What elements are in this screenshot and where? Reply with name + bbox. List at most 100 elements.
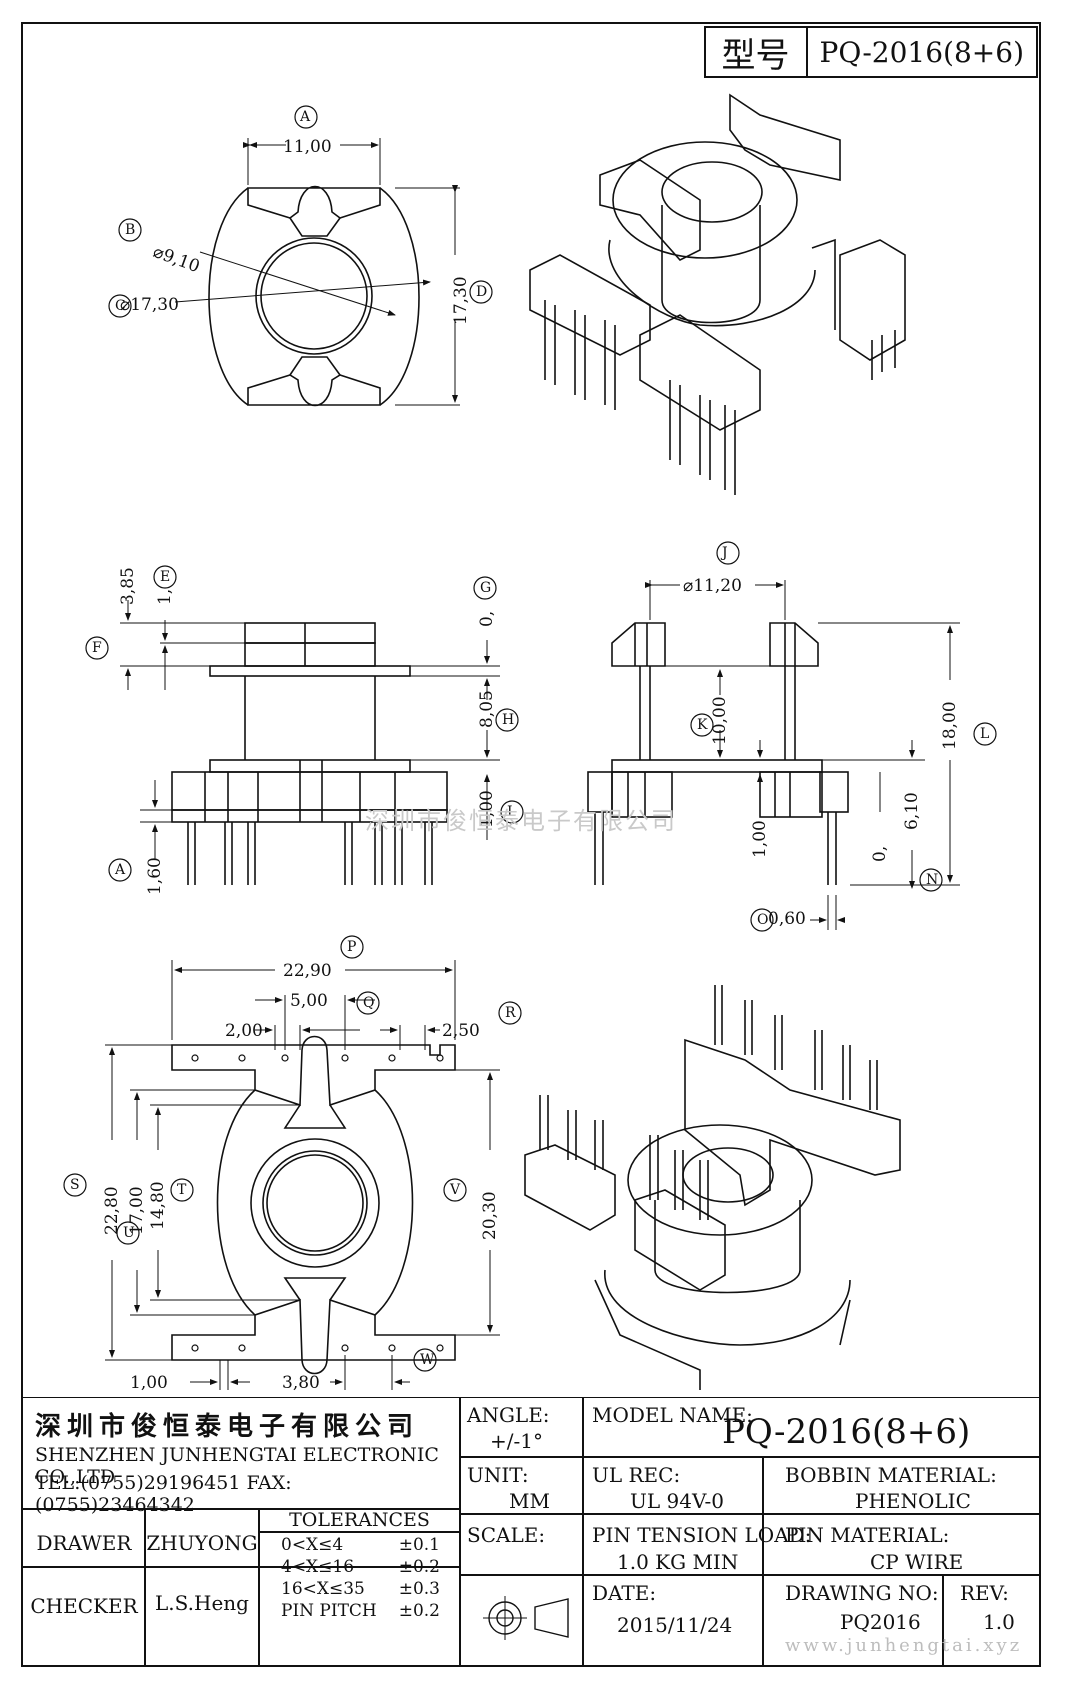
- drawing-no-label: DRAWING NO:: [785, 1581, 939, 1605]
- isometric-view-top: [529, 93, 906, 495]
- date-value: 2015/11/24: [617, 1613, 733, 1637]
- tolerance-row: 0<X≤4 ±0.1: [259, 1534, 460, 1556]
- company-name-cn: 深圳市俊恒泰电子有限公司: [35, 1412, 420, 1442]
- dim-side-1: 1,: [155, 589, 175, 605]
- dim-side-0: 0,: [477, 611, 497, 627]
- dim-front-100: 1,00: [750, 820, 770, 858]
- rev-value: 1.0: [983, 1610, 1015, 1634]
- dim-top-width: 11,00: [283, 137, 332, 157]
- model-label: 型号: [706, 28, 808, 76]
- checker-value: L.S.Heng: [155, 1591, 249, 1615]
- bottom-view: [63, 935, 522, 1390]
- technical-drawing: A 11,00 B ⌀9,10 C ⌀17,30 17,30 D 3,85 1,…: [63, 93, 997, 1393]
- callout-a-side: A: [114, 862, 126, 878]
- tolerance-range: 4<X≤16: [281, 1557, 355, 1577]
- dim-bot-2290: 22,90: [283, 961, 332, 981]
- company-tel-fax: TEL:(0755)29196451 FAX:(0755)23464342: [35, 1472, 292, 1516]
- unit-label: UNIT:: [467, 1463, 529, 1487]
- dim-bot-1700: 17,00: [127, 1186, 147, 1235]
- side-view: [85, 565, 524, 885]
- company-watermark: 深圳市俊恒泰电子有限公司: [365, 807, 677, 835]
- dim-dia-inner: ⌀9,10: [150, 242, 202, 277]
- dim-bot-200: 2,00: [225, 1021, 263, 1041]
- site-watermark: www.junhengtai.xyz: [785, 1635, 1023, 1656]
- dim-bot-500: 5,00: [290, 991, 328, 1011]
- top-view: [108, 105, 493, 407]
- dim-side-100: 1,00: [477, 790, 497, 828]
- dim-front-60: 0,60: [768, 909, 806, 929]
- callout-q: Q: [363, 995, 374, 1011]
- scale-label: SCALE:: [467, 1523, 546, 1547]
- callout-o: O: [757, 912, 768, 928]
- callout-r: R: [505, 1005, 516, 1021]
- unit-value: MM: [509, 1489, 550, 1513]
- bobbin-material-label: BOBBIN MATERIAL:: [785, 1463, 997, 1487]
- checker-label: CHECKER: [30, 1594, 138, 1618]
- callout-k: K: [697, 717, 708, 733]
- callout-d: D: [476, 284, 487, 300]
- callout-h: H: [502, 712, 514, 728]
- bobbin-material-value: PHENOLIC: [855, 1489, 971, 1513]
- callout-c: C: [115, 298, 126, 314]
- front-view: [587, 541, 997, 932]
- isometric-view-bottom: [524, 985, 901, 1390]
- dim-side-805: 8,05: [477, 690, 497, 728]
- ul-value: UL 94V-0: [630, 1489, 725, 1513]
- callout-j: J: [720, 545, 728, 561]
- dim-bot-1480: 14,80: [148, 1181, 168, 1230]
- drawing-no-value: PQ2016: [840, 1610, 921, 1634]
- dim-front-dia: ⌀11,20: [683, 576, 742, 596]
- callout-w: W: [420, 1352, 435, 1368]
- pin-tension-value: 1.0 KG MIN: [617, 1550, 739, 1574]
- dim-front-0: 0,: [870, 846, 890, 862]
- dim-top-height: 17,30: [451, 276, 471, 325]
- dim-front-1800: 18,00: [940, 701, 960, 750]
- drawer-label: DRAWER: [36, 1531, 132, 1555]
- dim-bot-2280: 22,80: [102, 1186, 122, 1235]
- tolerance-value: ±0.1: [398, 1535, 440, 1555]
- dimension-labels: A 11,00 B ⌀9,10 C ⌀17,30 17,30 D 3,85 1,…: [70, 109, 989, 1393]
- callout-f: F: [92, 640, 102, 656]
- model-number-box: 型号 PQ-2016(8+6): [703, 26, 1038, 78]
- pin-material-value: CP WIRE: [870, 1550, 964, 1574]
- model-name-value: PQ-2016(8+6): [722, 1412, 971, 1452]
- drawer-value: ZHUYONG: [146, 1531, 258, 1555]
- tolerance-range: 0<X≤4: [281, 1535, 344, 1555]
- date-label: DATE:: [592, 1581, 657, 1605]
- model-value: PQ-2016(8+6): [819, 35, 1024, 69]
- dim-side-160: 1,60: [145, 857, 165, 895]
- tolerance-range: 16<X≤35: [281, 1579, 365, 1599]
- tolerance-range: PIN PITCH: [281, 1601, 377, 1621]
- callout-l: L: [980, 726, 989, 742]
- tolerance-row: 4<X≤16 ±0.2: [259, 1556, 460, 1578]
- callout-n: N: [926, 872, 938, 888]
- dim-side-385: 3,85: [118, 567, 138, 605]
- angle-label: ANGLE:: [467, 1403, 550, 1427]
- tolerance-value: ±0.2: [398, 1557, 440, 1577]
- dim-bot-380: 3,80: [282, 1373, 320, 1393]
- dim-bot-2030: 20,30: [480, 1191, 500, 1240]
- callout-i: I: [507, 804, 513, 820]
- callout-t: T: [177, 1182, 187, 1198]
- dim-bot-100: 1,00: [130, 1373, 168, 1393]
- dim-front-1000: 10,00: [710, 696, 730, 745]
- tolerances-table: 0<X≤4 ±0.1 4<X≤16 ±0.2 16<X≤35 ±0.3 PIN PIT…: [259, 1534, 460, 1622]
- callout-s: S: [70, 1177, 80, 1193]
- tolerance-value: ±0.3: [398, 1579, 440, 1599]
- pin-tension-label: PIN TENSION LOAD:: [592, 1523, 812, 1547]
- rev-label: REV:: [960, 1581, 1009, 1605]
- callout-p: P: [347, 939, 356, 955]
- tolerance-row: 16<X≤35 ±0.3: [259, 1578, 460, 1600]
- callout-e: E: [160, 569, 170, 585]
- pin-material-label: PIN MATERIAL:: [785, 1523, 950, 1547]
- title-block-grid: [23, 1397, 1039, 1665]
- angle-value: +/-1°: [490, 1429, 543, 1453]
- dim-bot-250: 2,50: [442, 1021, 480, 1041]
- tolerance-value: ±0.2: [398, 1601, 440, 1621]
- model-name-label: MODEL NAME:: [592, 1403, 753, 1427]
- callout-b: B: [125, 222, 135, 238]
- callout-v: V: [449, 1182, 461, 1198]
- callout-a-top: A: [299, 109, 311, 125]
- dim-front-610: 6,10: [902, 792, 922, 830]
- dim-dia-outer: ⌀17,30: [120, 295, 179, 315]
